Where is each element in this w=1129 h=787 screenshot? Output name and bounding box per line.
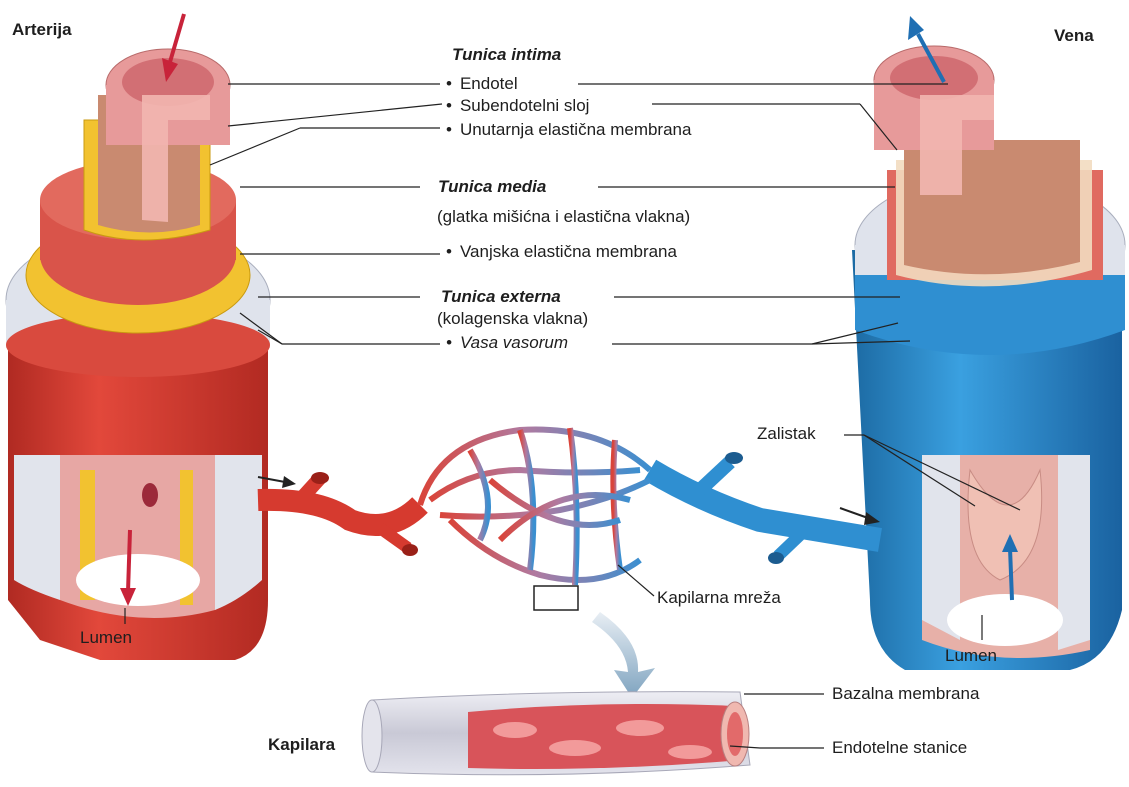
capillary-bed	[420, 428, 650, 585]
label-subendothelial: Subendotelni sloj	[446, 96, 589, 116]
label-basal-membrane: Bazalna membrana	[832, 684, 979, 704]
capillary-zoom-box	[534, 586, 578, 610]
label-vein-lumen: Lumen	[945, 646, 997, 666]
label-tunica-externa: Tunica externa	[441, 287, 561, 307]
venule	[650, 452, 880, 564]
vein-title: Vena	[1054, 26, 1094, 46]
capillary-title: Kapilara	[268, 735, 335, 755]
label-artery-lumen: Lumen	[80, 628, 132, 648]
label-capillary-network: Kapilarna mreža	[657, 588, 781, 608]
label-media-description: (glatka mišićna i elastična vlakna)	[437, 207, 690, 227]
label-tunica-media: Tunica media	[438, 177, 546, 197]
label-valve: Zalistak	[757, 424, 816, 444]
capillary-cutaway	[362, 692, 750, 775]
arteriole	[258, 472, 420, 556]
label-internal-elastic-membrane: Unutarnja elastična membrana	[446, 120, 691, 140]
label-endothelial-cells: Endotelne stanice	[832, 738, 967, 758]
label-vasa-vasorum: Vasa vasorum	[446, 333, 568, 353]
label-external-elastic-membrane: Vanjska elastična membrana	[446, 242, 677, 262]
artery-title: Arterija	[12, 20, 72, 40]
vein-cross-section	[852, 46, 1125, 670]
artery-cross-section	[6, 49, 270, 660]
label-endotel: Endotel	[446, 74, 518, 94]
zoom-arrow	[592, 612, 655, 698]
label-tunica-intima: Tunica intima	[452, 45, 561, 65]
label-externa-description: (kolagenska vlakna)	[437, 309, 588, 329]
